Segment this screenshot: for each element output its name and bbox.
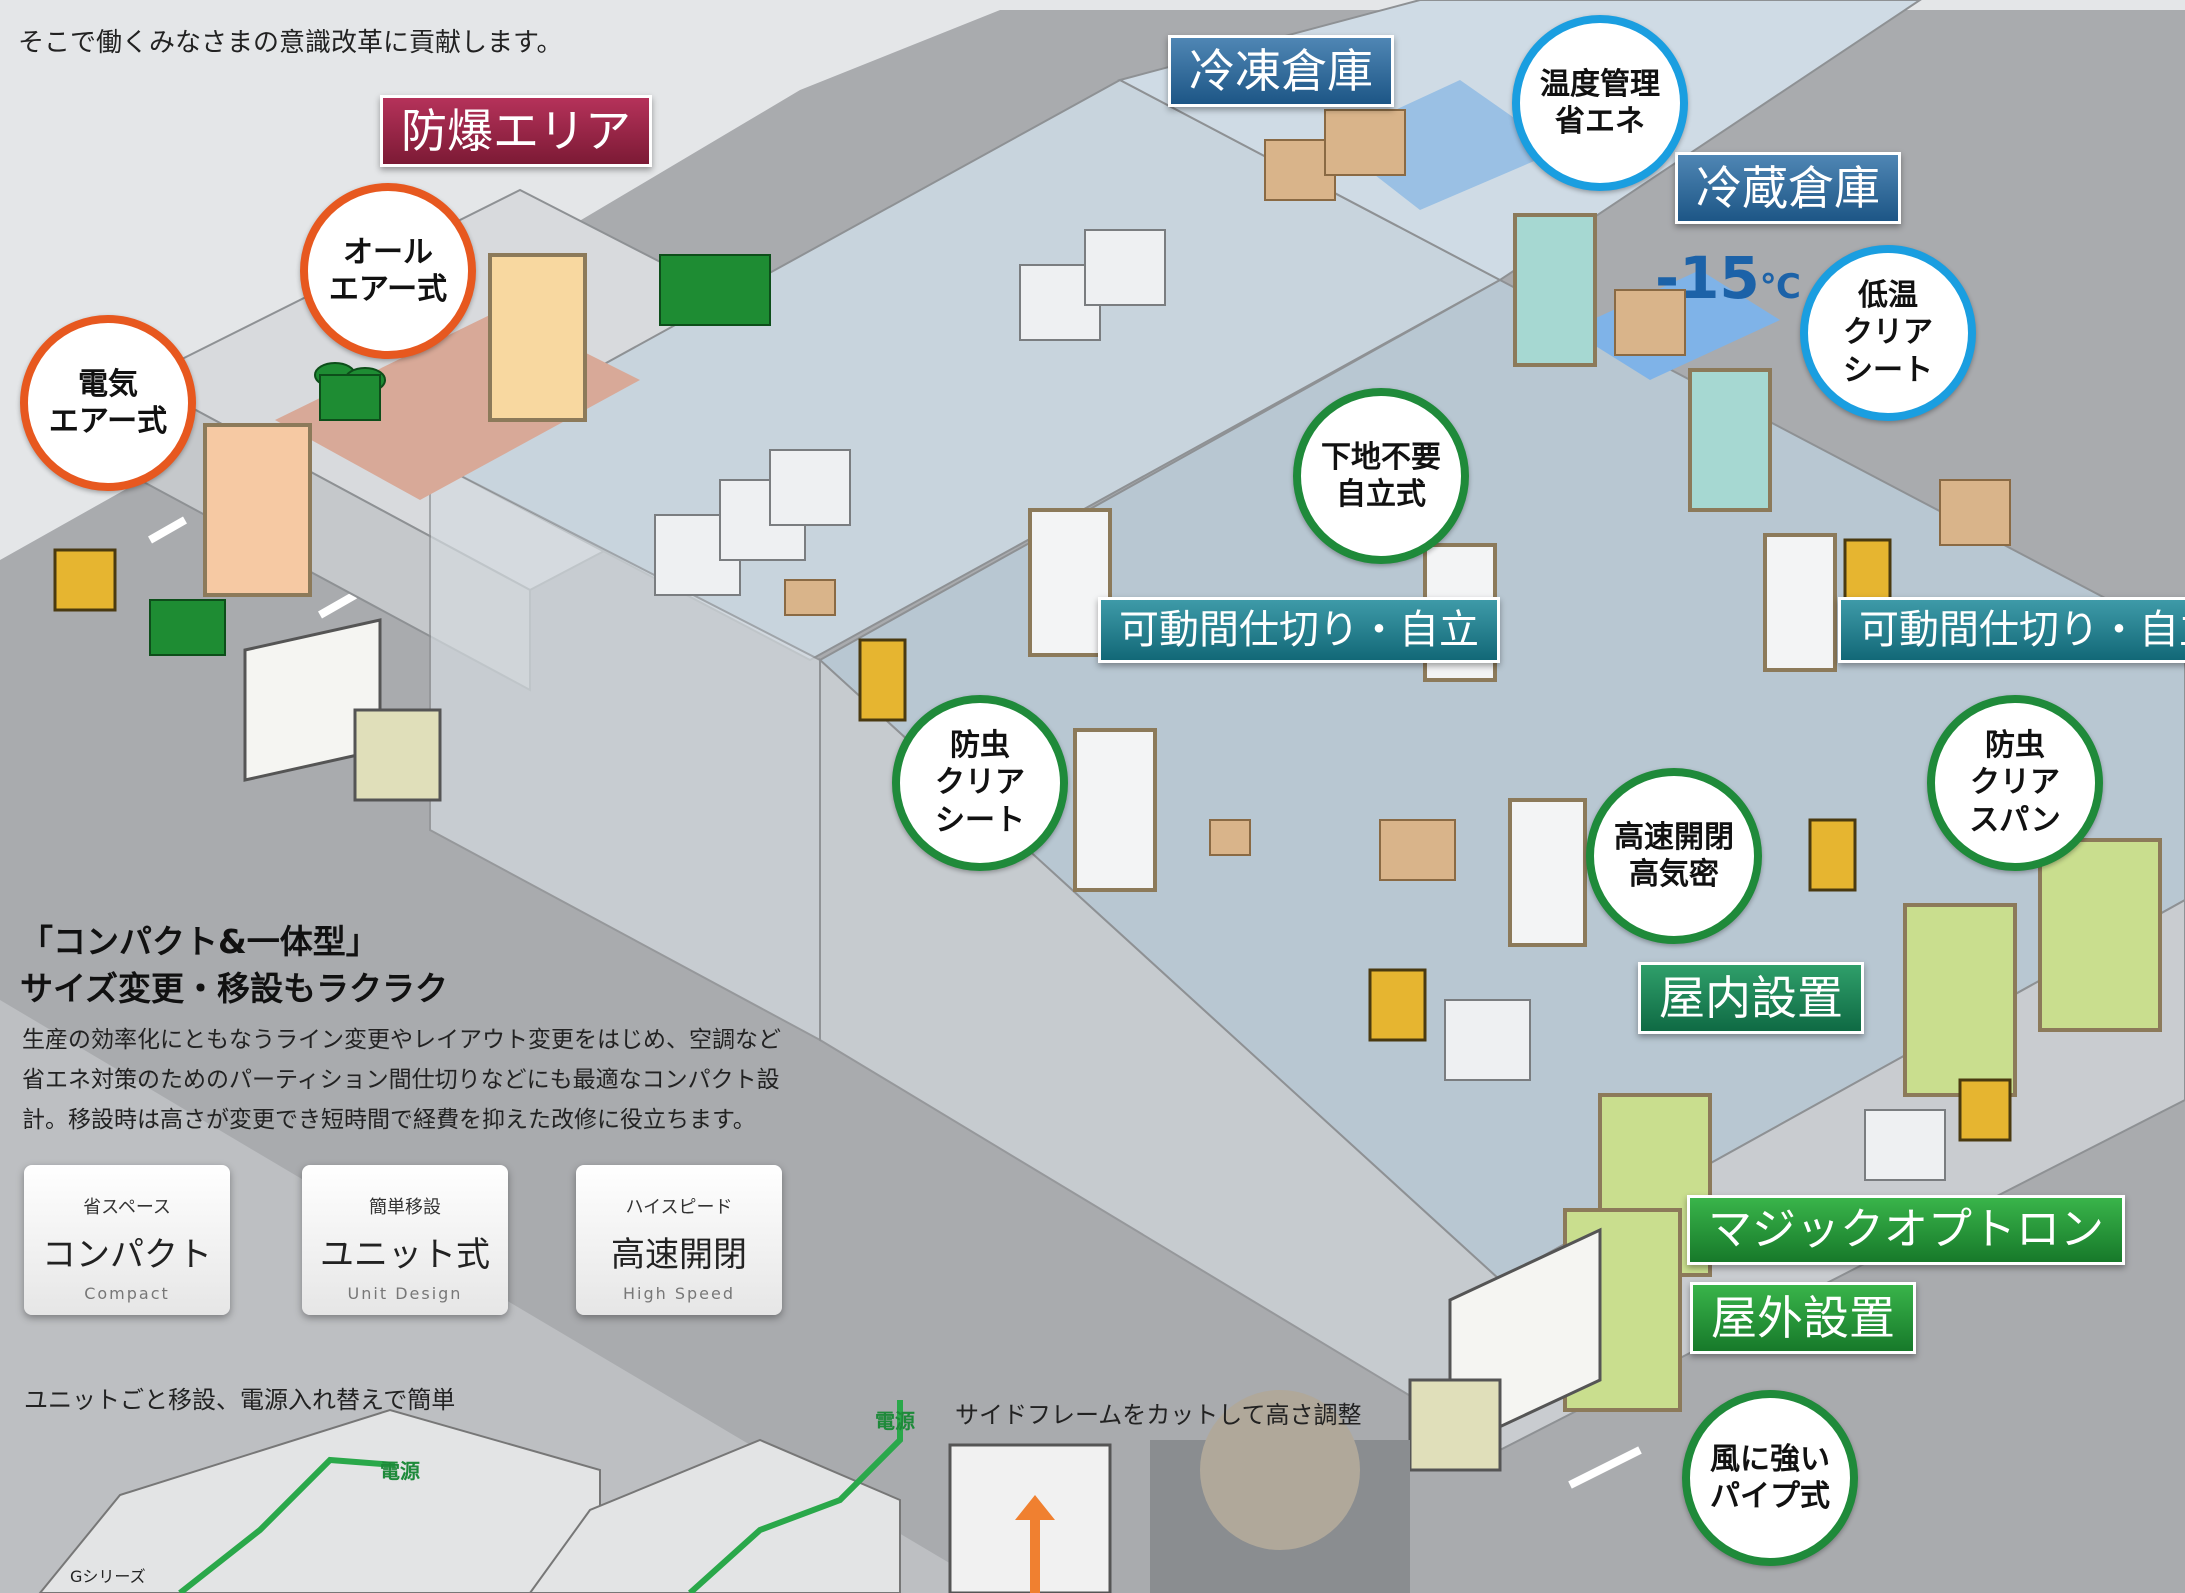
caption-height-adjust: サイドフレームをカットして高さ調整 — [955, 1401, 1362, 1429]
panel-body: 生産の効率化にともなうライン変更やレイアウト変更をはじめ、空調など省エネ対策のた… — [22, 1027, 781, 1133]
circle-insect-clear-span: 防虫 クリア スパン — [1927, 695, 2103, 871]
label-movable-partition-1: 可動間仕切り・自立 — [1098, 597, 1500, 663]
temperature-unit: ℃ — [1759, 267, 1801, 307]
feature-card-compact: 省スペース コンパクト Compact — [24, 1165, 230, 1315]
label-indoor-installation: 屋内設置 — [1638, 962, 1864, 1034]
series-label: Gシリーズ — [70, 1567, 146, 1586]
panel-heading-1: 「コンパクト&一体型」 — [20, 922, 379, 961]
feature-card-unit-design: 簡単移設 ユニット式 Unit Design — [302, 1165, 508, 1315]
intro-text: そこで働くみなさまの意識改革に貢献します。 — [18, 28, 563, 58]
circle-low-temp-clear-sheet: 低温 クリア シート — [1800, 245, 1976, 421]
circle-self-standing: 下地不要 自立式 — [1293, 388, 1469, 564]
circle-all-air: オール エアー式 — [300, 183, 476, 359]
label-outdoor-installation: 屋外設置 — [1690, 1282, 1916, 1354]
circle-electric-air: 電気 エアー式 — [20, 315, 196, 491]
circle-insect-clear-sheet: 防虫 クリア シート — [892, 695, 1068, 871]
circle-wind-resistant-pipe: 風に強い パイプ式 — [1682, 1390, 1858, 1566]
power-label-1: 電源 — [380, 1459, 420, 1483]
temperature-readout: -15℃ — [1655, 244, 1801, 312]
caption-unit-relocation: ユニットごと移設、電源入れ替えで簡単 — [24, 1386, 456, 1414]
circle-high-speed-airtight: 高速開閉 高気密 — [1586, 768, 1762, 944]
label-magic-optron: マジックオプトロン — [1687, 1195, 2125, 1265]
temperature-value: -15 — [1655, 244, 1760, 312]
panel-heading-2: サイズ変更・移設もラクラク — [20, 969, 449, 1008]
power-label-2: 電源 — [875, 1409, 915, 1433]
label-explosion-proof-area: 防爆エリア — [380, 95, 652, 167]
label-freezer-warehouse: 冷凍倉庫 — [1168, 35, 1394, 107]
label-cold-storage: 冷蔵倉庫 — [1675, 152, 1901, 224]
feature-card-high-speed: ハイスピード 高速開閉 High Speed — [576, 1165, 782, 1315]
circle-temperature-control: 温度管理 省エネ — [1512, 15, 1688, 191]
label-movable-partition-2: 可動間仕切り・自立 — [1838, 597, 2185, 663]
